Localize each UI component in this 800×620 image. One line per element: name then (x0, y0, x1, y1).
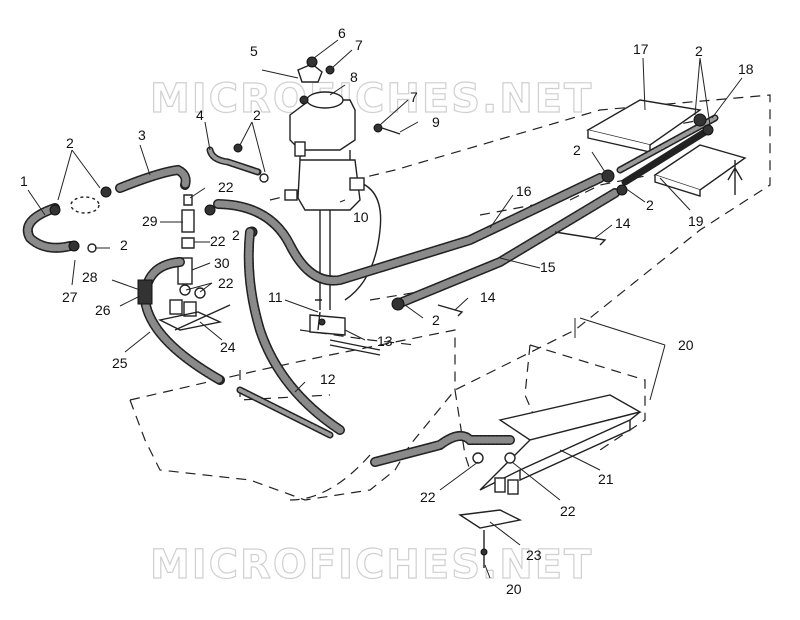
callout-25: 25 (112, 355, 128, 371)
callout-22a: 22 (218, 179, 234, 195)
rear-assembly (370, 394, 642, 568)
callout-15: 15 (540, 259, 556, 275)
heat-exchangers (586, 99, 747, 197)
callout-7a: 7 (355, 37, 363, 53)
callout-2g: 2 (432, 312, 440, 328)
callout-2e: 2 (573, 142, 581, 158)
callout-17: 17 (633, 41, 649, 57)
callout-20b: 20 (506, 581, 522, 597)
cap-fittings (297, 56, 401, 135)
callout-27: 27 (62, 289, 78, 305)
watermark-top: MICROFICHES.NET (150, 76, 593, 122)
callout-6: 6 (338, 25, 346, 41)
callout-20a: 20 (678, 337, 694, 353)
watermark-bottom: MICROFICHES.NET (150, 542, 593, 588)
callout-2d: 2 (232, 227, 240, 243)
hose-16 (213, 169, 615, 286)
callout-14b: 14 (480, 289, 496, 305)
callout-5: 5 (250, 43, 258, 59)
callout-2c: 2 (253, 107, 261, 123)
callout-26: 26 (95, 302, 111, 318)
callout-22d: 22 (420, 489, 436, 505)
callout-23: 23 (526, 547, 542, 563)
bracket-assembly (309, 179, 382, 356)
callout-22e: 22 (560, 503, 576, 519)
callout-9: 9 (432, 114, 440, 130)
bracket-13 (315, 299, 326, 331)
callout-12: 12 (320, 371, 336, 387)
callout-2h: 2 (695, 43, 703, 59)
hose-4 (206, 143, 269, 183)
callout-13: 13 (377, 333, 393, 349)
callout-8: 8 (350, 69, 358, 85)
callout-7b: 7 (410, 89, 418, 105)
callout-4: 4 (196, 107, 204, 123)
callout-14a: 14 (615, 215, 631, 231)
leader-lines (27, 39, 743, 579)
callout-11: 11 (268, 289, 283, 305)
callout-22c: 22 (218, 275, 234, 291)
callout-2a: 2 (66, 135, 74, 151)
callout-24: 24 (220, 339, 236, 355)
hose-25 (137, 257, 225, 385)
hose-15 (391, 184, 628, 317)
callout-22b: 22 (210, 233, 226, 249)
callout-19: 19 (688, 213, 704, 229)
hose-12 (236, 227, 345, 439)
callout-18: 18 (738, 61, 754, 77)
callout-2b: 2 (120, 237, 128, 253)
callout-16: 16 (516, 183, 532, 199)
fitting-column (157, 194, 258, 331)
callout-28: 28 (82, 269, 98, 285)
callout-1: 1 (20, 173, 28, 189)
callout-2f: 2 (646, 197, 654, 213)
callout-21: 21 (598, 471, 614, 487)
callout-10: 10 (353, 209, 369, 225)
callout-29: 29 (142, 213, 158, 229)
callout-labels: 1 2 2 2 2 2 2 2 2 3 4 5 6 7 7 8 9 10 11 … (20, 25, 754, 597)
coolant-tank (284, 91, 365, 211)
hose-3 (100, 164, 191, 198)
callout-3: 3 (138, 127, 146, 143)
callout-30: 30 (214, 255, 230, 271)
